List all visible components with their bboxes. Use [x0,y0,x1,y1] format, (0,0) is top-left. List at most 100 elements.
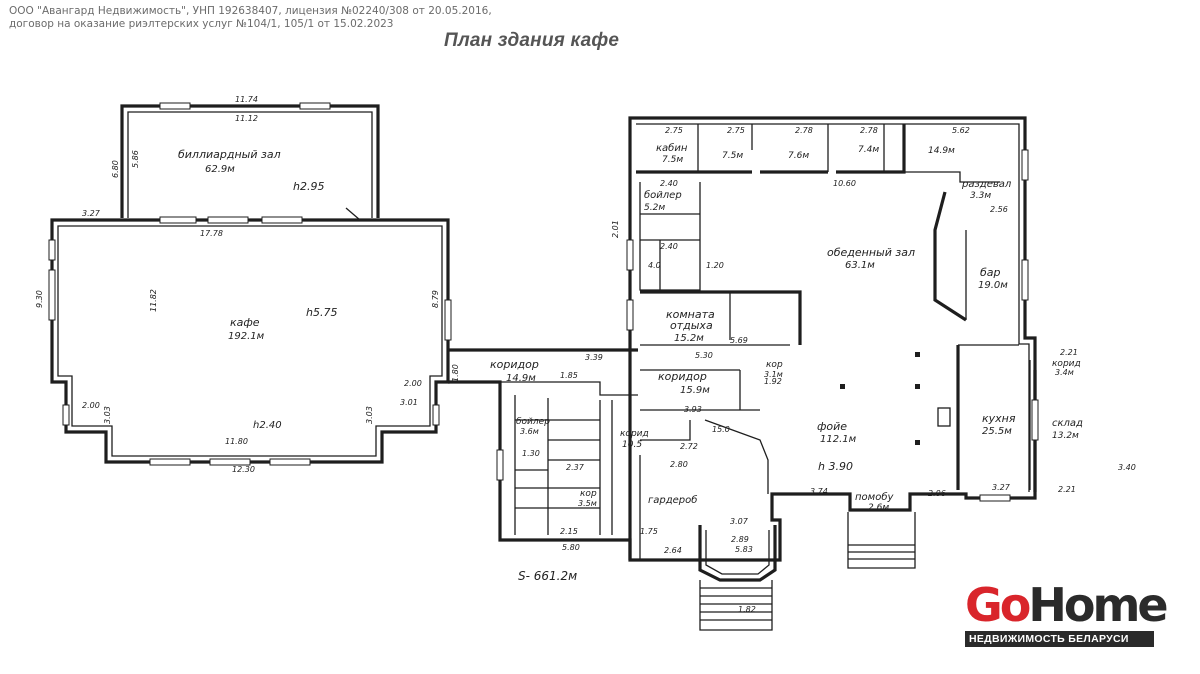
label-kor2: кор [580,489,597,499]
label-serving: раздевал [961,179,1012,190]
dim-2-00b: 2.00 [404,379,422,388]
dim-2-75b: 2.75 [727,126,745,135]
label-corr-small-area: 10.5 [622,440,642,450]
dim-2-01: 2.01 [611,220,620,238]
dim-2-40b: 2.40 [660,242,678,251]
dim-2-78b: 2.78 [860,126,878,135]
label-cabin-area: 7.5м [662,155,683,165]
label-wardrobe: гардероб [648,494,697,506]
dim-6-80: 6.80 [111,160,120,178]
dim-2-00a: 2.00 [82,401,100,410]
dim-5-80: 5.80 [562,543,580,552]
label-storage: склад [1052,418,1083,429]
agency-header: ООО "Авангард Недвижимость", УНП 1926384… [9,5,492,31]
label-rest-room: комната [666,308,715,321]
dim-10-60: 10.60 [833,179,856,188]
dim-12-30: 12.30 [232,465,255,474]
dim-2-37: 2.37 [566,463,585,472]
dim-2-21b: 2.21 [1058,485,1076,494]
label-room5-area: 14.9м [928,146,955,156]
dim-3-39: 3.39 [585,353,603,362]
dim-3-27b: 3.27 [992,483,1011,492]
dim-2-72: 2.72 [680,442,698,451]
label-foyer: фойе [817,420,847,433]
dim-15-0: 15.0 [712,425,730,434]
dim-2-64: 2.64 [664,546,682,555]
label-room4-area: 7.4м [858,145,879,155]
dim-5-62: 5.62 [952,126,970,135]
label-total-area: S- 661.2м [518,569,577,583]
label-boiler-area: 5.2м [644,203,665,213]
label-cafe-h: h5.75 [306,306,337,319]
label-foyer-h: h 3.90 [818,460,853,473]
dim-4-0: 4.0 [648,261,661,270]
label-rest-area: 15.2м [674,333,704,344]
dim-17-78: 17.78 [200,229,223,238]
label-bar-area: 19.0м [978,280,1008,291]
label-boiler2: бойлер [516,417,550,427]
label-room3-area: 7.6м [788,151,809,161]
service-rooms-walls [496,395,613,535]
dim-2-56: 2.56 [990,205,1008,214]
dim-11-80: 11.80 [225,437,248,446]
dim-5-30: 5.30 [695,351,713,360]
link-corridor-walls [448,348,638,560]
dim-1-80: 1.80 [451,364,460,382]
agency-header-line1: ООО "Авангард Недвижимость", УНП 1926384… [9,5,492,17]
label-vestibule: помобу [855,491,894,503]
dim-2-15: 2.15 [560,527,578,536]
label-dining: обеденный зал [827,246,915,259]
label-dining-area: 63.1м [845,260,875,271]
agency-header-line2: договор на оказание риэлтерских услуг №1… [9,18,394,30]
dimension-labels: 11.74 11.12 6.80 5.86 3.27 17.78 9.30 11… [35,95,1136,614]
label-foyer-area: 112.1м [820,434,857,445]
dim-1-30: 1.30 [522,449,540,458]
label-cafe-area: 192.1м [228,331,265,342]
label-serving-area: 3.3м [970,191,991,201]
label-corridor2-area: 15.9м [680,385,710,396]
dim-2-21a: 2.21 [1060,348,1078,357]
dim-2-75a: 2.75 [665,126,683,135]
label-rest-room2: отдыха [670,319,713,332]
dim-9-30: 9.30 [35,290,44,308]
dim-2-80: 2.80 [670,460,688,469]
label-bar: бар [980,266,1001,279]
logo-home: Home [1028,578,1168,632]
dim-2-89: 2.89 [731,535,749,544]
label-kitchen: кухня [982,412,1016,425]
label-kor-small-area: 3.1м [764,370,783,379]
dim-3-03a: 3.03 [103,406,112,424]
label-kitchen-area: 25.5м [982,426,1012,437]
label-cafe: кафе [230,316,260,329]
dim-11-12: 11.12 [235,114,258,123]
dim-2-78a: 2.78 [795,126,813,135]
label-billiard: биллиардный зал [178,148,281,161]
dim-1-85: 1.85 [560,371,578,380]
logo-go: Go [965,578,1031,632]
dim-1-20: 1.20 [706,261,724,270]
dim-3-74: 3.74 [810,487,828,496]
label-cafe-h2: h2.40 [253,420,282,431]
dim-3-07: 3.07 [730,517,749,526]
logo-wordmark: GoHome [965,582,1169,628]
dim-2-06: 2.06 [928,489,946,498]
label-billiard-h: h2.95 [293,180,324,193]
label-corridor1-area: 14.9м [506,373,536,384]
dim-5-83: 5.83 [735,545,753,554]
gohome-logo: GoHome НЕДВИЖИМОСТЬ БЕЛАРУСИ [965,582,1169,647]
right-block-walls [626,116,1039,631]
dim-1-82: 1.82 [738,605,756,614]
logo-subtitle: НЕДВИЖИМОСТЬ БЕЛАРУСИ [965,631,1154,647]
plan-title: План здания кафе [444,30,620,51]
dim-11-82: 11.82 [149,289,158,312]
label-room2-area: 7.5м [722,151,743,161]
label-corr-right: корид [1052,359,1081,369]
label-billiard-area: 62.9м [205,164,235,175]
label-kor2-area: 3.5м [578,499,597,508]
dim-1-92: 1.92 [764,377,782,386]
dim-1-75: 1.75 [640,527,658,536]
dim-h3-40: 3.40 [1118,463,1136,472]
label-corridor2: коридор [658,370,707,383]
dim-3-01: 3.01 [400,398,418,407]
dim-5-86: 5.86 [131,150,140,168]
